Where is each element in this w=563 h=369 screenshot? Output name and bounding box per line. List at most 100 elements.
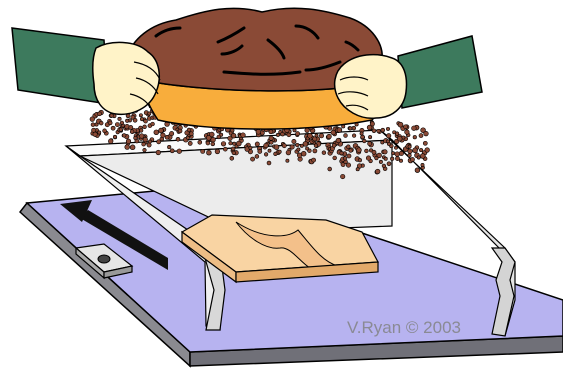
sand-grain [413, 148, 418, 153]
sand-grain [264, 153, 268, 157]
sand-grain [255, 142, 259, 146]
sand-grain [211, 137, 216, 142]
sand-grain [368, 142, 372, 146]
sand-grain [356, 168, 359, 171]
sand-grain [169, 131, 173, 135]
sand-grain [349, 149, 353, 153]
sand-grain [343, 157, 347, 161]
sand-grain [217, 135, 221, 139]
sand-grain [319, 134, 323, 138]
sand-grain [130, 145, 135, 150]
sand-grain [223, 147, 227, 151]
sand-grain [161, 133, 166, 138]
sand-grain [188, 141, 192, 145]
sand-grain [386, 127, 389, 130]
sand-grain [379, 160, 382, 163]
sand-grain [157, 140, 161, 144]
sand-grain [415, 168, 420, 173]
sand-grain [215, 149, 220, 154]
sand-grain [276, 133, 279, 136]
sand-grain [322, 151, 326, 155]
sand-grain [130, 130, 134, 134]
sand-grain [115, 123, 119, 127]
sand-grain [206, 141, 210, 145]
sand-grain [383, 150, 387, 154]
sand-grain [296, 143, 300, 147]
sand-grain [340, 174, 344, 178]
sand-grain [144, 119, 148, 123]
sand-grain [139, 129, 143, 133]
sand-grain [250, 157, 254, 161]
sand-grain [352, 134, 356, 138]
sand-grain [327, 134, 332, 139]
sand-grain [268, 149, 271, 152]
sand-grain [387, 162, 391, 166]
sand-grain [113, 135, 116, 138]
sand-grain [103, 129, 107, 133]
sand-grain [142, 142, 146, 146]
sand-grain [363, 139, 367, 143]
sand-grain [98, 112, 102, 116]
sand-grain [292, 139, 296, 143]
sand-grain [151, 122, 155, 126]
sand-grain [301, 151, 306, 156]
sand-grain [232, 151, 236, 155]
sand-grain [286, 159, 289, 162]
copyright-watermark: V.Ryan © 2003 [347, 318, 461, 338]
sand-grain [206, 135, 211, 140]
sand-grain [187, 128, 191, 132]
sand-grain [413, 135, 417, 139]
sand-grain [176, 137, 180, 141]
sand-grain [143, 125, 147, 129]
sand-grain [300, 144, 303, 147]
sand-grain [314, 144, 318, 148]
sand-grain [390, 157, 394, 161]
sand-grain [156, 150, 161, 155]
sand-grain [269, 141, 273, 145]
sand-grain [108, 121, 112, 125]
sand-grain [387, 142, 391, 146]
sand-grain [333, 156, 337, 160]
sand-grain [393, 131, 396, 134]
sand-grain [331, 130, 336, 135]
sand-grain [399, 151, 403, 155]
sand-grain [134, 136, 138, 140]
sand-grain [140, 117, 143, 120]
sand-grain [201, 149, 205, 153]
sand-grain [274, 145, 279, 150]
sand-grain [231, 133, 236, 138]
sand-grain [404, 125, 408, 129]
sand-grain [384, 157, 387, 160]
sand-grain [296, 132, 300, 136]
sand-grain [233, 142, 236, 145]
sand-grain [405, 130, 410, 135]
sand-grain [290, 145, 294, 149]
sand-grain [307, 133, 312, 138]
sand-grain [361, 135, 365, 139]
sand-grain [344, 134, 348, 138]
sand-grain [419, 148, 422, 151]
sand-grain [412, 126, 417, 131]
sand-grain [328, 167, 332, 171]
sand-grain [120, 121, 124, 125]
sand-grain [133, 118, 137, 122]
sand-grain [274, 152, 278, 156]
sand-grain [159, 128, 164, 133]
sand-grain [372, 150, 376, 154]
sand-grain [381, 128, 385, 132]
sand-grain [408, 154, 412, 158]
sand-grain [125, 119, 129, 123]
sand-grain [139, 114, 142, 117]
sand-grain [139, 134, 144, 139]
sand-grain [255, 154, 259, 158]
sand-grain [269, 136, 273, 140]
sand-grain [315, 134, 318, 137]
sand-grain [230, 156, 234, 160]
sand-grain [356, 148, 361, 153]
lug-hole [98, 255, 110, 263]
sand-grain [313, 149, 317, 153]
sand-grain [148, 112, 151, 115]
sand-grain [108, 139, 113, 144]
sand-grain [99, 121, 103, 125]
sand-grain [399, 159, 402, 162]
